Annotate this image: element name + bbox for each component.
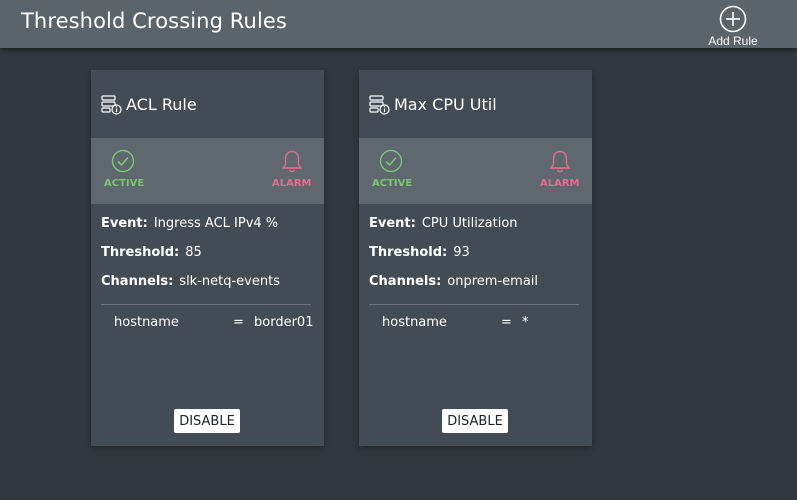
event-label: Event: (369, 216, 416, 231)
event-value: Ingress ACL IPv4 % (153, 216, 279, 231)
threshold-label: Threshold: (369, 245, 448, 260)
filter-key: hostname (382, 315, 447, 330)
channels-value: onprem-email (447, 274, 539, 289)
threshold-value: 85 (185, 245, 202, 260)
check-circle-icon (379, 149, 403, 173)
alarm-status-label: ALARM (272, 178, 312, 189)
bell-icon (281, 150, 303, 173)
status-band: ACTIVE ALARM (359, 138, 592, 204)
divider (101, 304, 311, 305)
rule-card-title: Max CPU Util (394, 95, 497, 114)
channels-label: Channels: (101, 274, 174, 289)
threshold-label: Threshold: (101, 245, 180, 260)
filter-operator: = (233, 315, 244, 330)
active-status-label: ACTIVE (104, 178, 145, 189)
event-field: Event: CPU Utilization (369, 216, 518, 231)
filter-value: * (522, 315, 529, 330)
channels-field: Channels: onprem-email (369, 274, 538, 289)
threshold-field: Threshold: 85 (101, 245, 202, 260)
rule-card-title: ACL Rule (126, 95, 197, 114)
bell-icon (549, 150, 571, 173)
server-info-icon (101, 95, 122, 115)
disable-button[interactable]: DISABLE (442, 409, 508, 433)
divider (369, 304, 579, 305)
rule-card-acl-rule: ACL Rule ACTIVE ALARM Event: Ingress ACL … (91, 70, 324, 446)
rule-card-header: Max CPU Util (359, 70, 592, 138)
page-header: Threshold Crossing Rules Add Rule (0, 0, 797, 48)
rule-card-max-cpu-util: Max CPU Util ACTIVE ALARM Event: CPU Util… (359, 70, 592, 446)
event-field: Event: Ingress ACL IPv4 % (101, 216, 278, 231)
rule-card-header: ACL Rule (91, 70, 324, 138)
check-circle-icon (111, 149, 135, 173)
event-value: CPU Utilization (421, 216, 518, 231)
event-label: Event: (101, 216, 148, 231)
threshold-field: Threshold: 93 (369, 245, 470, 260)
plus-circle-icon (719, 5, 747, 33)
disable-button[interactable]: DISABLE (174, 409, 240, 433)
filter-value: border01 (254, 315, 314, 330)
channels-value: slk-netq-events (179, 274, 280, 289)
channels-label: Channels: (369, 274, 442, 289)
add-rule-button[interactable]: Add Rule (700, 5, 766, 51)
status-band: ACTIVE ALARM (91, 138, 324, 204)
server-info-icon (369, 95, 390, 115)
alarm-status-label: ALARM (540, 178, 580, 189)
threshold-value: 93 (453, 245, 470, 260)
filter-key: hostname (114, 315, 179, 330)
active-status-label: ACTIVE (372, 178, 413, 189)
filter-operator: = (501, 315, 512, 330)
add-rule-label: Add Rule (708, 34, 758, 48)
channels-field: Channels: slk-netq-events (101, 274, 280, 289)
page-title: Threshold Crossing Rules (21, 9, 287, 33)
